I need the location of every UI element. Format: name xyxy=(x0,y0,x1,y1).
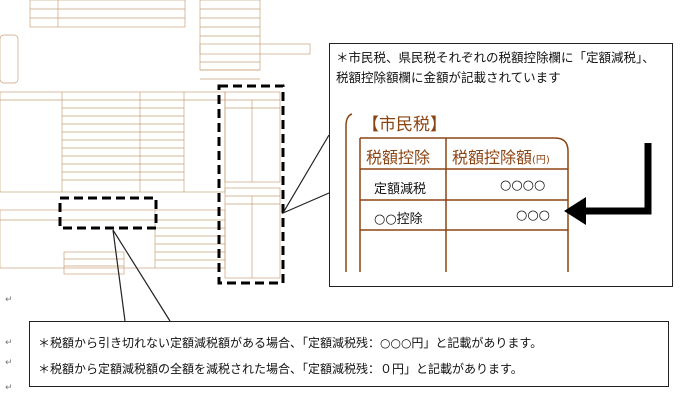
zoom-col-header-amount: 税額控除額(円) xyxy=(452,148,550,167)
dashed-highlight-right xyxy=(217,84,285,285)
row-value-fixed-reduction: ○○○○ xyxy=(500,178,546,193)
svg-text:↵: ↵ xyxy=(5,338,13,348)
svg-text:↵: ↵ xyxy=(5,383,13,393)
zoom-section-title: 【市民税】 xyxy=(362,115,447,135)
note-remaining-line: ＊税額から引き切れない定額減税額がある場合、「定額減税残：○○○円」と記載があり… xyxy=(38,336,543,350)
dashed-highlight-center xyxy=(58,196,158,230)
note-zero-line: ＊税額から定額減税額の全額を減税された場合、「定額減税残：０円」と記載があります… xyxy=(38,362,523,376)
callout-note: ＊市民税、県民税それぞれの税額控除欄に「定額減税」、税額控除額欄に金額が記載され… xyxy=(336,50,655,85)
callout-remaining-reduction: ＊税額から引き切れない定額減税額がある場合、「定額減税残：○○○円」と記載があり… xyxy=(29,321,669,387)
row-value-other-deduction: ○○○ xyxy=(516,208,551,223)
row-label-other-deduction: ○○控除 xyxy=(374,212,423,227)
svg-text:↵: ↵ xyxy=(5,358,13,368)
zoom-table-lines xyxy=(345,113,569,272)
row-label-fixed-reduction: 定額減税 xyxy=(374,182,427,197)
svg-text:↵: ↵ xyxy=(5,295,13,305)
callout-fixed-tax-reduction: ＊市民税、県民税それぞれの税額控除欄に「定額減税」、税額控除額欄に金額が記載され… xyxy=(329,43,673,287)
zoom-col-header-deduction: 税額控除 xyxy=(366,148,431,167)
zoom-inset-citytax: 【市民税】 税額控除 税額控除額(円) 定額減税 ○○○○ ○○控除 ○○○ xyxy=(340,106,586,272)
arrow-icon xyxy=(564,143,652,225)
